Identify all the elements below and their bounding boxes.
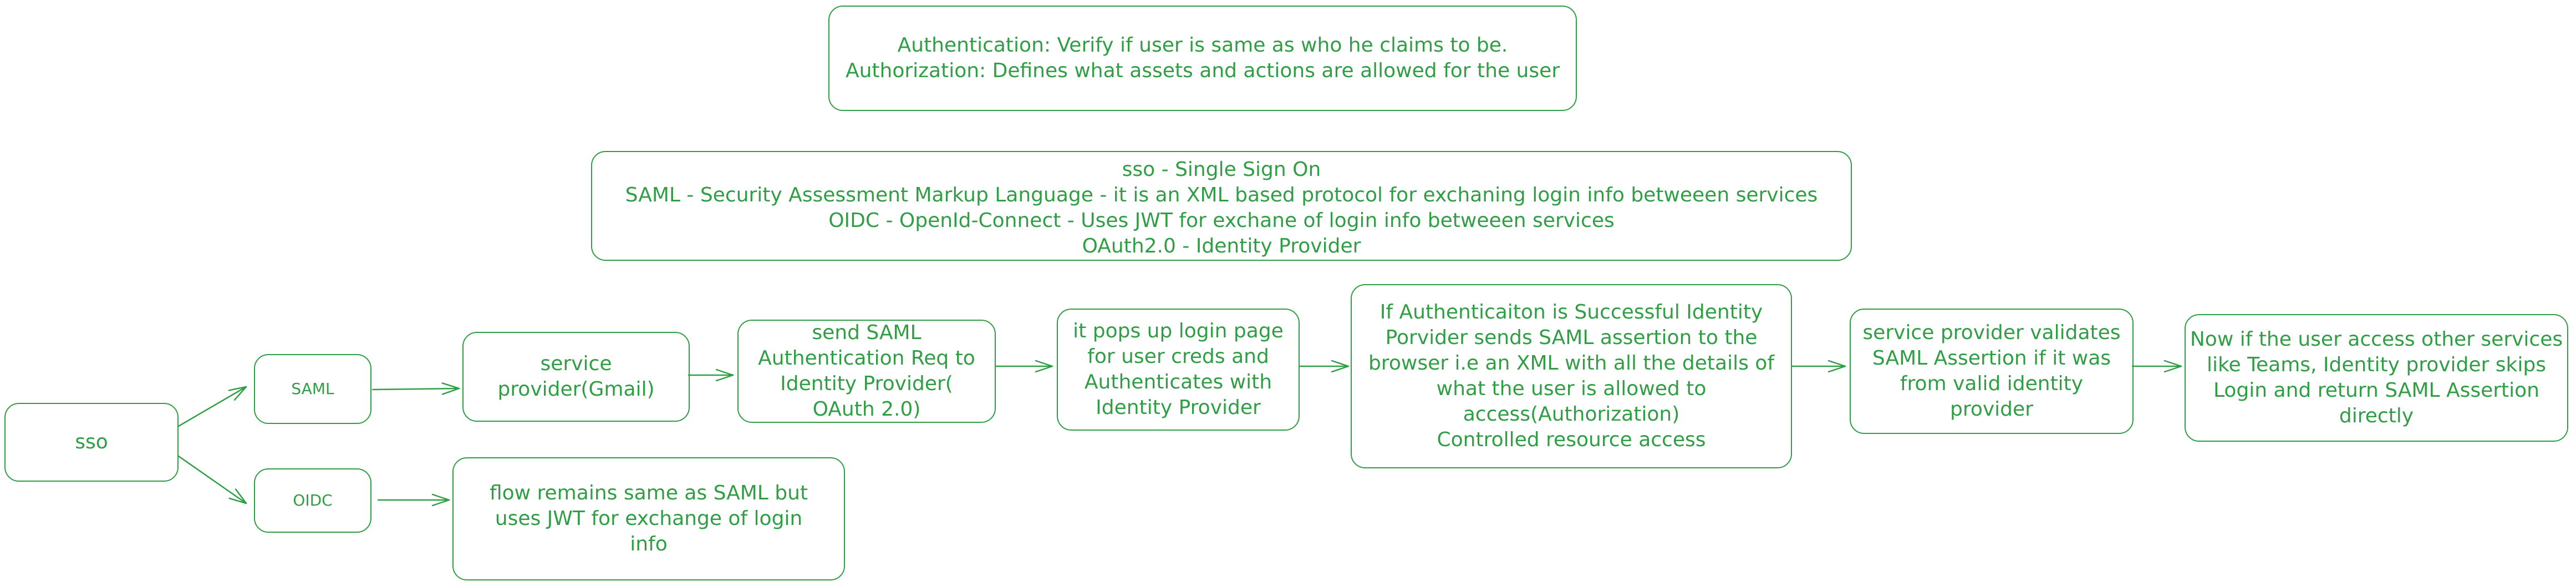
saml-node: SAML — [254, 354, 371, 424]
arrow-sso-to-oidc — [177, 455, 247, 504]
saml-assertion-node: If Authenticaiton is Successful Identity… — [1351, 284, 1792, 468]
sso-node: sso — [4, 403, 179, 482]
service-provider-node: service provider(Gmail) — [462, 332, 690, 422]
arrow-saml-to-service-provider — [371, 382, 460, 395]
login-popup-node: it pops up login page for user creds and… — [1057, 309, 1300, 431]
send-saml-node: send SAML Authentication Req to Identity… — [737, 320, 996, 423]
auth-definition-note: Authentication: Verify if user is same a… — [828, 6, 1577, 111]
other-services-node: Now if the user access other services li… — [2185, 314, 2568, 442]
glossary-note: sso - Single Sign On SAML - Security Ass… — [591, 151, 1852, 261]
oidc-flow-node: flow remains same as SAML but uses JWT f… — [452, 457, 845, 580]
oidc-node: OIDC — [254, 468, 371, 533]
validate-assertion-node: service provider validates SAML Assertio… — [1850, 309, 2134, 434]
arrow-sso-to-saml — [177, 386, 247, 427]
